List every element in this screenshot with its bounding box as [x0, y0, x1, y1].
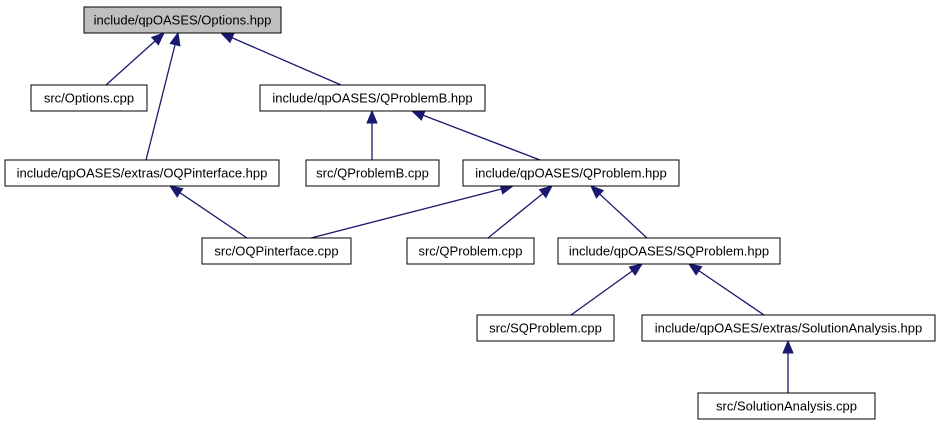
node-qproblem-cpp[interactable]: src/QProblem.cpp	[406, 237, 535, 265]
edge-line	[105, 40, 156, 86]
edge-solutionanalysis_hpp-to-sqproblem_hpp	[687, 263, 765, 316]
node-label: src/SQProblem.cpp	[489, 321, 602, 336]
edge-options_cpp-to-options_hpp	[105, 32, 165, 86]
node-label: src/QProblem.cpp	[418, 244, 522, 259]
node-box	[406, 237, 535, 265]
edge-qproblem_cpp-to-qproblem_hpp	[487, 185, 554, 239]
edge-sqproblem_cpp-to-sqproblem_hpp	[570, 263, 644, 316]
node-box	[4, 159, 280, 187]
node-label: include/qpOASES/QProblemB.hpp	[272, 91, 472, 106]
edge-solutionanalysis_cpp-to-solutionanalysis_hpp	[782, 339, 794, 393]
arrowhead-icon	[168, 185, 184, 198]
edge-line	[145, 44, 176, 161]
edge-line	[487, 193, 544, 239]
edge-line	[570, 270, 633, 316]
node-box	[697, 392, 876, 420]
node-oqpinterface-hpp[interactable]: include/qpOASES/extras/OQPinterface.hpp	[4, 159, 280, 187]
arrowhead-icon	[169, 31, 181, 47]
arrowhead-icon	[410, 110, 426, 121]
arrowhead-icon	[366, 109, 378, 124]
node-options-cpp[interactable]: src/Options.cpp	[30, 84, 148, 112]
node-box	[641, 314, 936, 342]
node-box	[30, 84, 148, 112]
edges-layer	[105, 31, 794, 393]
edge-oqpinterface_hpp-to-options_hpp	[145, 31, 181, 161]
edge-sqproblem_hpp-to-qproblem_hpp	[590, 185, 648, 239]
node-oqpinterface-cpp[interactable]: src/OQPinterface.cpp	[201, 237, 352, 265]
arrowhead-icon	[590, 185, 605, 199]
node-options-hpp: include/qpOASES/Options.hpp	[83, 6, 282, 34]
node-label: src/Options.cpp	[44, 91, 134, 106]
edge-line	[422, 114, 541, 161]
node-box	[476, 314, 615, 342]
arrowhead-icon	[150, 32, 165, 46]
node-box	[305, 159, 440, 187]
node-solutionanalysis-hpp[interactable]: include/qpOASES/extras/SolutionAnalysis.…	[641, 314, 936, 342]
node-qproblem-hpp[interactable]: include/qpOASES/QProblem.hpp	[462, 159, 680, 187]
node-label: include/qpOASES/SQProblem.hpp	[569, 244, 769, 259]
edge-line	[310, 188, 502, 239]
arrowhead-icon	[782, 339, 794, 354]
node-box	[201, 237, 352, 265]
node-label: include/qpOASES/QProblem.hpp	[475, 166, 667, 181]
node-sqproblem-hpp[interactable]: include/qpOASES/SQProblem.hpp	[557, 237, 781, 265]
arrowhead-icon	[628, 263, 644, 276]
node-label: include/qpOASES/Options.hpp	[94, 13, 272, 28]
node-label: include/qpOASES/extras/SolutionAnalysis.…	[655, 321, 922, 336]
edge-line	[698, 270, 765, 316]
edge-qproblemb_cpp-to-qproblemb_hpp	[366, 109, 378, 160]
arrowhead-icon	[538, 185, 554, 199]
node-box	[259, 84, 486, 112]
node-label: src/SolutionAnalysis.cpp	[716, 399, 857, 414]
node-box	[462, 159, 680, 187]
node-sqproblem-cpp[interactable]: src/SQProblem.cpp	[476, 314, 615, 342]
edge-line	[599, 193, 648, 239]
node-qproblemb-hpp[interactable]: include/qpOASES/QProblemB.hpp	[259, 84, 486, 112]
arrowhead-icon	[687, 263, 703, 276]
node-label: src/QProblemB.cpp	[316, 166, 429, 181]
node-label: include/qpOASES/extras/OQPinterface.hpp	[17, 166, 268, 181]
node-box	[83, 6, 282, 34]
edge-oqpinterface_cpp-to-qproblem_hpp	[310, 183, 515, 239]
node-qproblemb-cpp[interactable]: src/QProblemB.cpp	[305, 159, 440, 187]
edge-line	[231, 37, 342, 86]
nodes-layer: include/qpOASES/Options.hpp src/Options.c…	[4, 6, 936, 420]
node-solutionanalysis-cpp[interactable]: src/SolutionAnalysis.cpp	[697, 392, 876, 420]
edge-oqpinterface_cpp-to-oqpinterface_hpp	[168, 185, 248, 239]
node-box	[557, 237, 781, 265]
arrowhead-icon	[219, 32, 235, 44]
edge-line	[179, 192, 248, 239]
edge-qproblemb_hpp-to-options_hpp	[219, 32, 342, 86]
node-label: src/OQPinterface.cpp	[214, 244, 338, 259]
edge-qproblem_hpp-to-qproblemb_hpp	[410, 110, 541, 161]
